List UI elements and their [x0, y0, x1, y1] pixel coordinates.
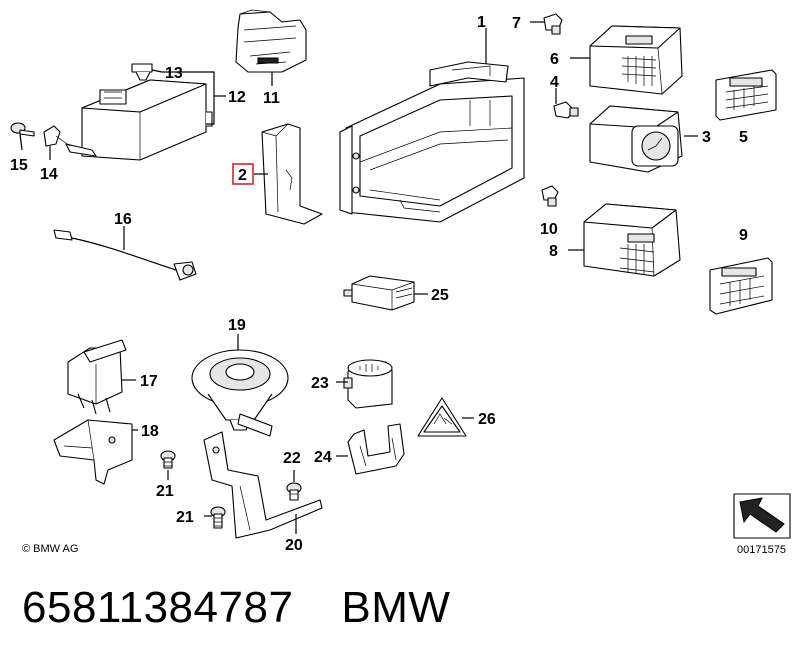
callout-7: 7	[512, 15, 521, 32]
callout-18: 18	[141, 423, 159, 440]
part-16-sensor-cable	[53, 229, 197, 281]
part-25-connector	[343, 275, 415, 311]
callout-5: 5	[739, 129, 748, 146]
part-22-bolt	[286, 482, 302, 501]
callout-25: 25	[431, 287, 449, 304]
part-10-bulb-holder	[541, 185, 559, 207]
part-number: 65811384787	[22, 583, 294, 632]
part-26-warning-label	[417, 397, 467, 437]
part-18-bracket	[53, 419, 133, 485]
callout-26: 26	[478, 411, 496, 428]
callout-4: 4	[550, 74, 559, 91]
callout-17: 17	[140, 373, 158, 390]
brand-name: BMW	[341, 583, 451, 632]
part-15-screw	[10, 122, 35, 137]
callout-23: 23	[311, 375, 329, 392]
callout-10: 10	[540, 221, 558, 238]
part-1-mounting-frame	[339, 61, 525, 223]
callout-14: 14	[40, 166, 58, 183]
part-12-control-unit	[81, 79, 213, 161]
callout-2: 2	[238, 167, 247, 184]
part-20-horn-bracket	[203, 431, 323, 539]
callout-21-upper: 21	[156, 483, 174, 500]
callout-6: 6	[550, 51, 559, 68]
part-24-holder	[347, 423, 405, 475]
copyright-notice: © BMW AG	[22, 543, 78, 555]
part-9-faceplate	[709, 257, 773, 315]
callout-13: 13	[165, 65, 183, 82]
callout-11: 11	[263, 90, 280, 107]
part-6-control-panel	[589, 25, 683, 95]
part-2-trim-panel	[261, 123, 323, 225]
callout-3: 3	[702, 129, 711, 146]
part-5-faceplate	[715, 69, 777, 121]
callout-22: 22	[283, 450, 301, 467]
callout-16: 16	[114, 211, 132, 228]
part-21-bolt-upper	[160, 450, 176, 469]
part-8-heater-control	[583, 203, 681, 277]
part-17-relay	[67, 339, 127, 415]
part-7-bulb-holder	[543, 13, 563, 35]
part-caption: 65811384787 BMW	[22, 583, 450, 633]
part-11-connector-housing	[235, 9, 307, 73]
part-4-bulb	[553, 101, 579, 119]
callout-8: 8	[549, 243, 558, 260]
parts-diagram: 1 2 3 4 5 6 7 8 9 10 11 12 13 14 15 16 1…	[10, 9, 791, 556]
highlight-box	[232, 163, 254, 185]
part-13-fuse	[131, 63, 153, 81]
callout-numbers: 1 2 3 4 5 6 7 8 9 10 11 12 13 14 15 16 1…	[10, 14, 748, 554]
callout-1: 1	[477, 14, 486, 31]
part-14-clip	[43, 125, 97, 157]
callout-24: 24	[314, 449, 332, 466]
part-21-bolt-lower	[210, 506, 226, 529]
callout-21-lower: 21	[176, 509, 194, 526]
part-19-horn	[191, 349, 289, 437]
part-3-clock	[589, 105, 683, 173]
callout-12: 12	[228, 89, 246, 106]
callout-9: 9	[739, 227, 748, 244]
callout-2-highlight: 2	[232, 163, 254, 185]
callout-20: 20	[285, 537, 303, 554]
view-arrow-icon	[733, 493, 791, 539]
part-23-buzzer	[343, 359, 393, 409]
callout-15: 15	[10, 157, 28, 174]
callout-19: 19	[228, 317, 246, 334]
document-number: 00171575	[737, 544, 786, 556]
